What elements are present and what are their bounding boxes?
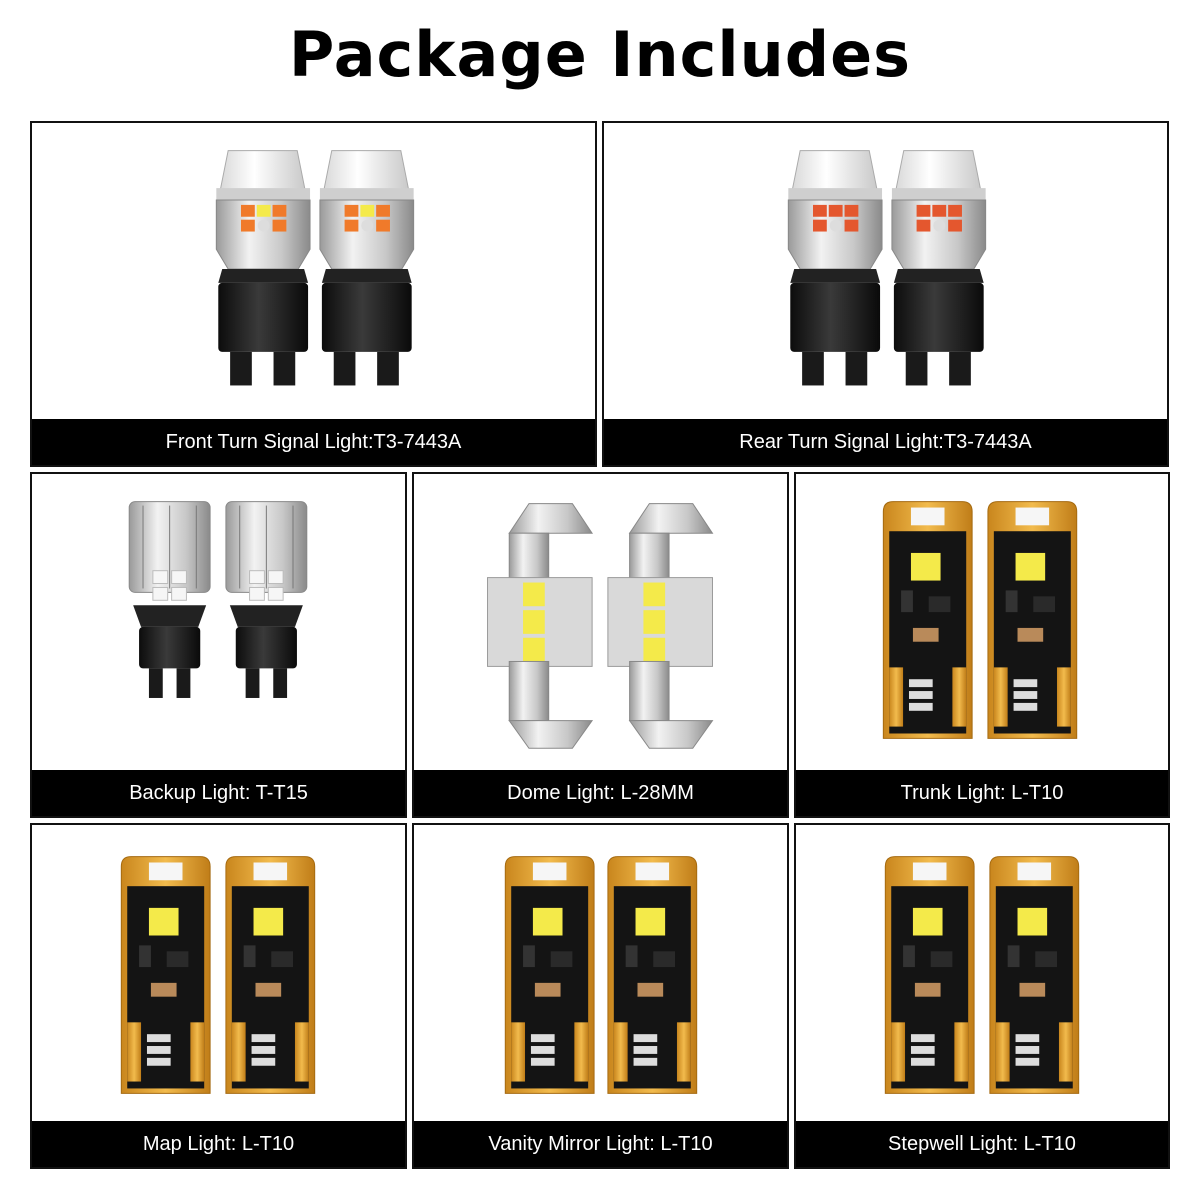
- turn-signal-amber-bulb-icon: [32, 123, 595, 419]
- page-title: Package Includes: [288, 18, 912, 91]
- caption-dome-light: Dome Light: L-28MM: [414, 770, 787, 816]
- product-card-dome-light: Dome Light: L-28MM: [412, 472, 789, 818]
- festoon-bulb-icon: [414, 474, 787, 770]
- caption-stepwell-light: Stepwell Light: L-T10: [796, 1121, 1168, 1167]
- product-card-map-light: Map Light: L-T10: [30, 823, 407, 1169]
- caption-map-light: Map Light: L-T10: [32, 1121, 405, 1167]
- product-card-rear-turn-signal: Rear Turn Signal Light:T3-7443A: [602, 121, 1169, 467]
- caption-vanity-mirror-light: Vanity Mirror Light: L-T10: [414, 1121, 787, 1167]
- caption-front-turn-signal: Front Turn Signal Light:T3-7443A: [32, 419, 595, 465]
- turn-signal-red-bulb-icon: [604, 123, 1167, 419]
- product-card-stepwell-light: Stepwell Light: L-T10: [794, 823, 1170, 1169]
- product-card-backup-light: Backup Light: T-T15: [30, 472, 407, 818]
- caption-rear-turn-signal: Rear Turn Signal Light:T3-7443A: [604, 419, 1167, 465]
- t10-bulb-icon: [414, 825, 787, 1121]
- t10-bulb-icon: [32, 825, 405, 1121]
- t10-bulb-icon: [796, 825, 1168, 1121]
- t10-bulb-icon: [796, 474, 1168, 770]
- backup-bulb-icon: [32, 474, 405, 770]
- product-card-trunk-light: Trunk Light: L-T10: [794, 472, 1170, 818]
- caption-backup-light: Backup Light: T-T15: [32, 770, 405, 816]
- product-card-vanity-mirror-light: Vanity Mirror Light: L-T10: [412, 823, 789, 1169]
- caption-trunk-light: Trunk Light: L-T10: [796, 770, 1168, 816]
- product-card-front-turn-signal: Front Turn Signal Light:T3-7443A: [30, 121, 597, 467]
